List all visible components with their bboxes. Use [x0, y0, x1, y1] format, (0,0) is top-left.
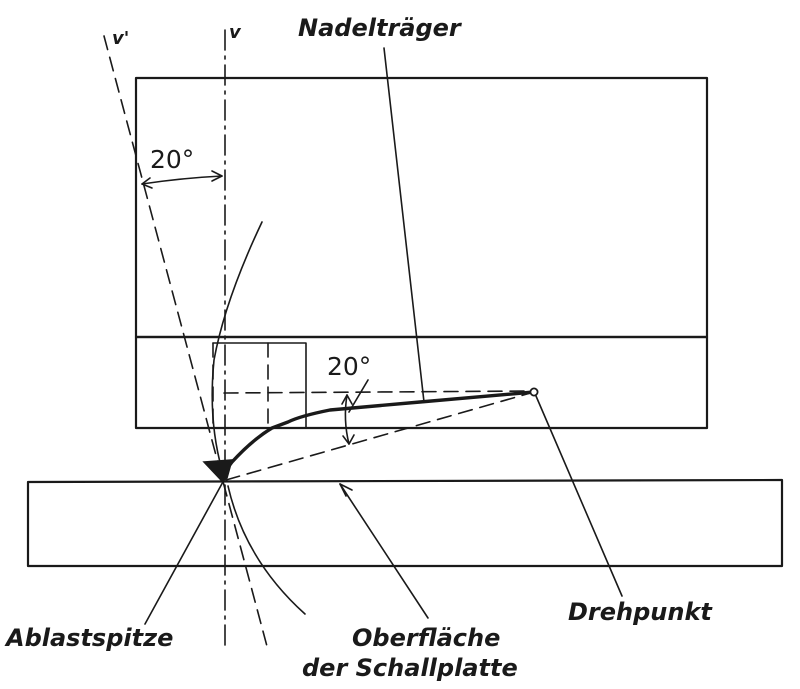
- label-v: v: [229, 22, 242, 43]
- top-angle-arrow-right: [211, 170, 223, 182]
- horizontal-reference-dash: [223, 390, 535, 394]
- label-stylus-tip: Ablastspitze: [4, 624, 173, 652]
- record-plate-outline: [26, 478, 784, 568]
- mid-angle-arc: [344, 394, 350, 445]
- inner-block-outline: [212, 342, 307, 429]
- label-v-prime: v': [112, 28, 129, 49]
- label-angle-mid: 20°: [327, 352, 371, 381]
- lower-swing-arc: [227, 485, 306, 615]
- leader-record-surface: [339, 483, 429, 619]
- top-angle-arrow-left: [141, 177, 153, 189]
- tip-to-pivot-dash: [225, 391, 535, 481]
- needle-carrier-arm: [224, 390, 536, 472]
- leader-stylus-tip: [144, 479, 225, 625]
- stylus-tip-shape: [202, 459, 234, 482]
- lower-housing-box: [134, 335, 709, 430]
- leader-pivot: [535, 395, 623, 597]
- label-angle-top: 20°: [150, 145, 194, 174]
- inclined-axis-v-prime: [103, 35, 269, 651]
- top-angle-arc: [141, 175, 223, 185]
- mid-angle-arrow-bottom: [342, 434, 355, 445]
- leader-mid-angle: [348, 379, 369, 413]
- leader-needle-carrier: [383, 47, 425, 403]
- leader-record-arrow: [339, 483, 353, 497]
- pivot-circle: [529, 387, 539, 397]
- label-record-surface-2: der Schallplatte: [302, 654, 518, 682]
- label-pivot: Drehpunkt: [568, 598, 713, 626]
- upper-swing-arc: [211, 221, 263, 471]
- upper-housing-box: [134, 76, 709, 339]
- mid-angle-arrow-top: [341, 394, 353, 405]
- label-needle-carrier: Nadelträger: [298, 14, 463, 42]
- label-record-surface-1: Oberfläche: [352, 624, 500, 652]
